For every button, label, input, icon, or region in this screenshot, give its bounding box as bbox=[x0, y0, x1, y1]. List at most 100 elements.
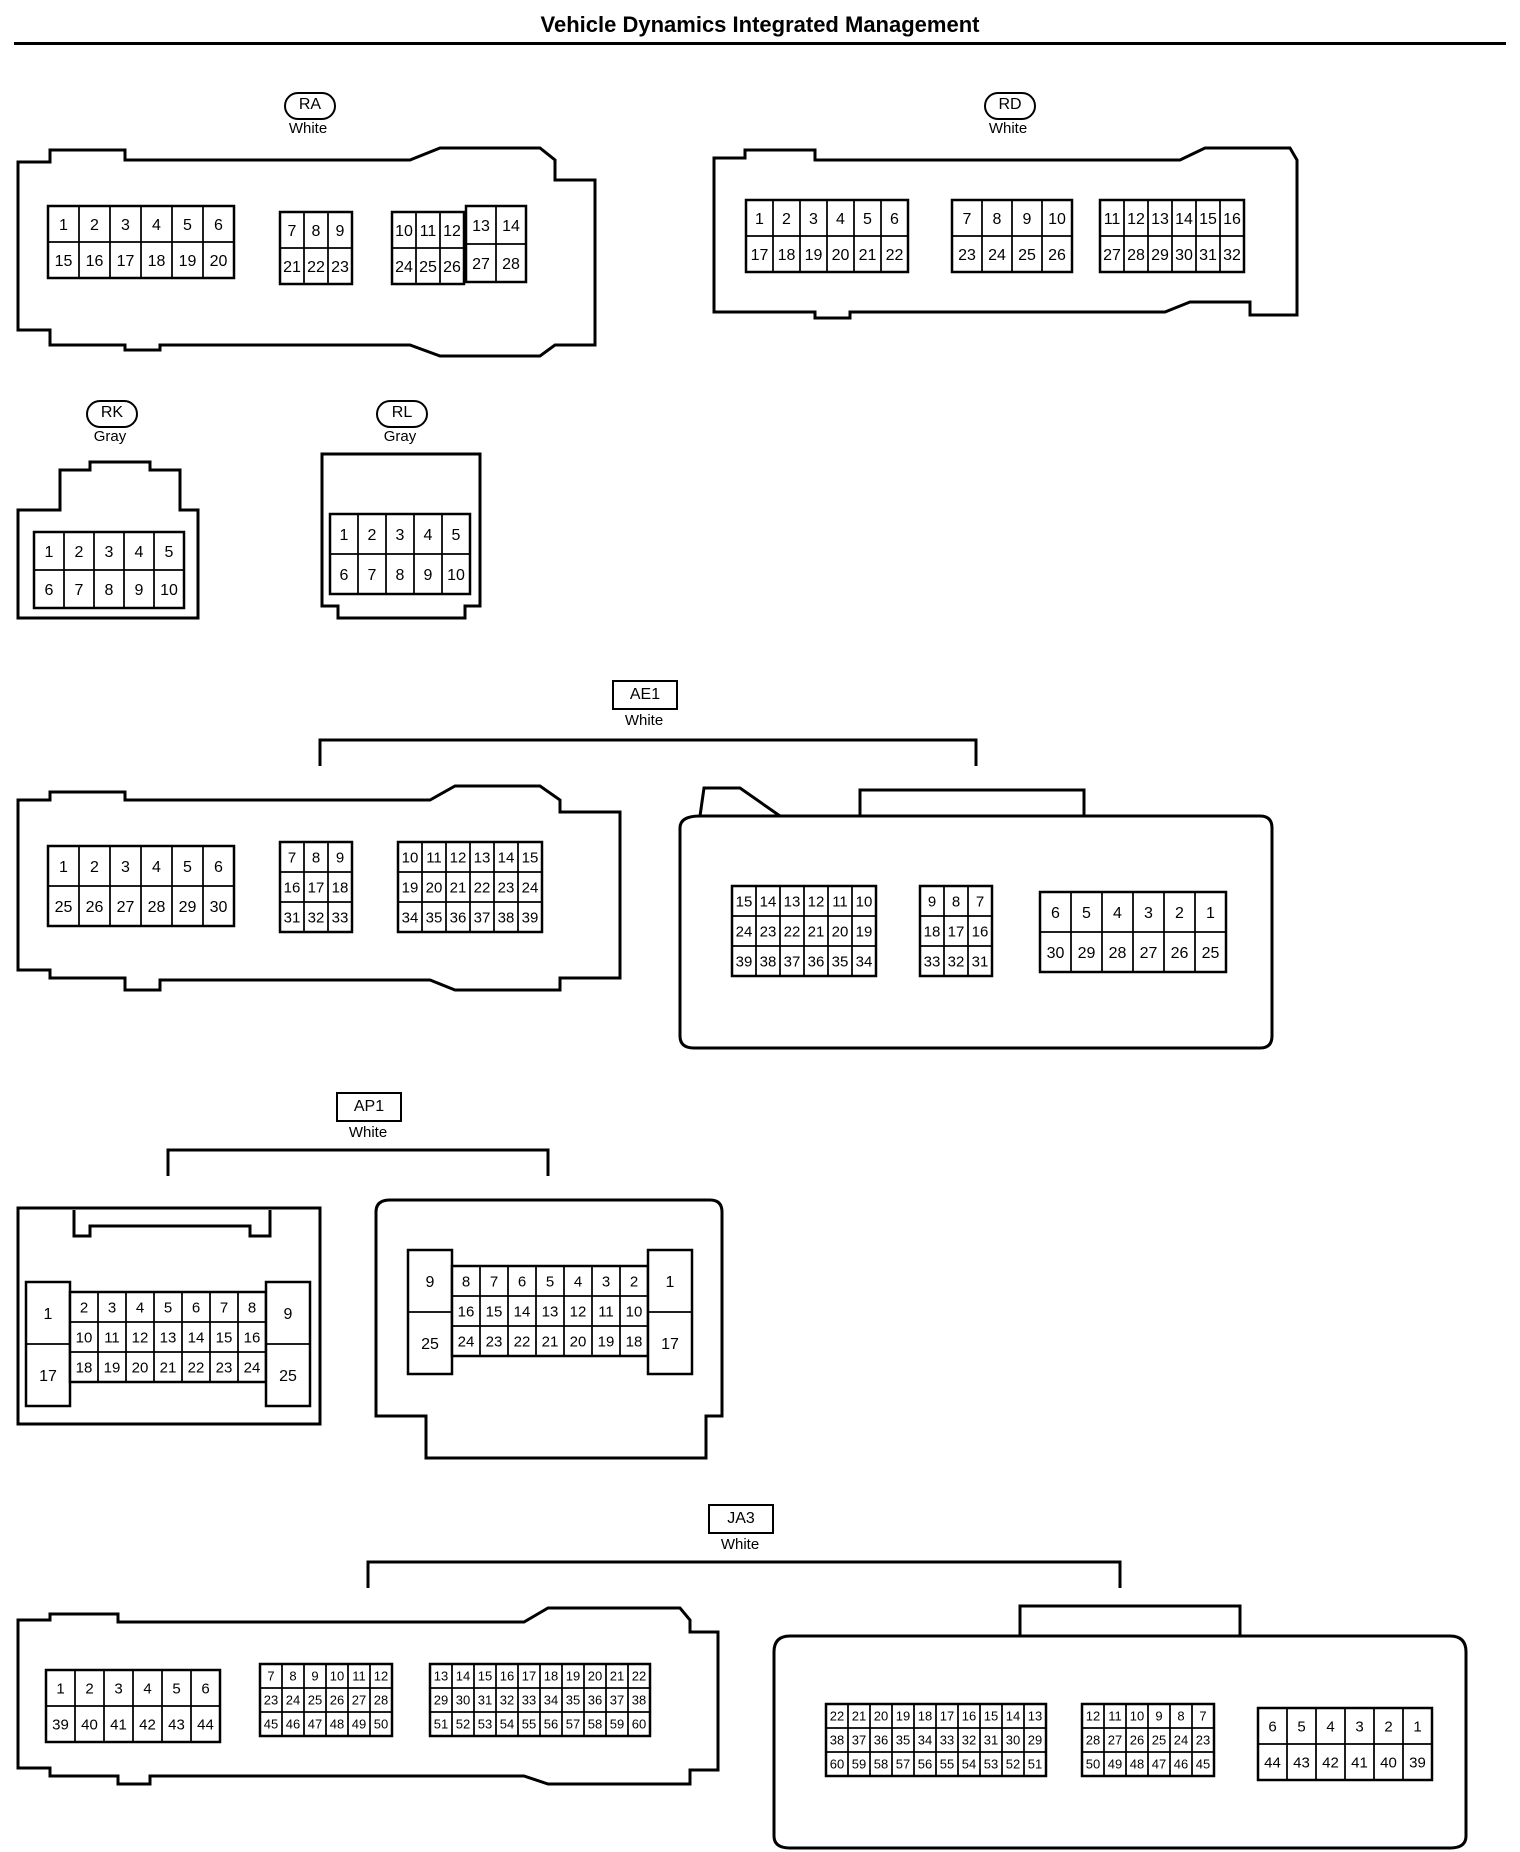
pin-cell bbox=[1402, 1743, 1433, 1781]
pin-number: 10 bbox=[402, 849, 419, 866]
pin-number: 36 bbox=[874, 1733, 888, 1748]
pin-number: 21 bbox=[859, 247, 877, 264]
pin-number: 20 bbox=[874, 1709, 888, 1724]
pin-number: 38 bbox=[830, 1733, 844, 1748]
pin-number: 30 bbox=[1006, 1733, 1020, 1748]
pin-number: 28 bbox=[374, 1693, 388, 1708]
pin-number: 39 bbox=[522, 909, 539, 926]
pin-number: 9 bbox=[336, 223, 345, 240]
pin-number: 28 bbox=[1086, 1733, 1100, 1748]
pin-number: 28 bbox=[1127, 247, 1145, 264]
pin-number: 41 bbox=[110, 1716, 127, 1733]
pin-number: 15 bbox=[55, 253, 73, 270]
pin-number: 38 bbox=[498, 909, 515, 926]
pin-number: 16 bbox=[1223, 211, 1241, 228]
pin-number: 2 bbox=[1175, 905, 1184, 922]
pin-number: 11 bbox=[352, 1669, 366, 1684]
pin-number: 39 bbox=[52, 1716, 69, 1733]
pin-number: 51 bbox=[434, 1717, 448, 1732]
pin-number: 8 bbox=[396, 567, 405, 584]
pin-number: 59 bbox=[852, 1757, 866, 1772]
pin-number: 7 bbox=[490, 1273, 498, 1290]
pin-number: 1 bbox=[666, 1274, 675, 1291]
pin-cell bbox=[265, 1343, 311, 1407]
pin-number: 51 bbox=[1028, 1757, 1042, 1772]
pin-number: 31 bbox=[284, 909, 301, 926]
connector-rk-outline bbox=[16, 460, 200, 620]
pin-number: 60 bbox=[632, 1717, 646, 1732]
connector-tag-ae1: AE1 bbox=[612, 680, 678, 710]
pin-number: 6 bbox=[214, 217, 223, 234]
pin-number: 13 bbox=[160, 1329, 177, 1346]
connector-rl-outline bbox=[320, 452, 482, 620]
pin-number: 22 bbox=[886, 247, 904, 264]
pin-number: 24 bbox=[395, 259, 413, 276]
pin-number: 13 bbox=[434, 1669, 448, 1684]
connector-ja3-right-top bbox=[1018, 1604, 1242, 1636]
pin-number: 21 bbox=[610, 1669, 624, 1684]
pin-number: 18 bbox=[918, 1709, 932, 1724]
pin-number: 41 bbox=[1351, 1754, 1368, 1771]
pin-number: 8 bbox=[952, 893, 960, 910]
pin-number: 28 bbox=[502, 256, 520, 273]
pin-number: 23 bbox=[1196, 1733, 1210, 1748]
connector-ra-outline bbox=[16, 146, 597, 358]
pin-number: 11 bbox=[832, 893, 848, 910]
pin-number: 17 bbox=[39, 1368, 57, 1385]
pin-number: 17 bbox=[751, 247, 769, 264]
pin-number: 10 bbox=[447, 567, 465, 584]
ap1-left-side-r: 925 bbox=[264, 1280, 312, 1408]
connector-ja3-left-outline bbox=[16, 1606, 720, 1786]
pin-number: 15 bbox=[1199, 211, 1217, 228]
pin-number: 24 bbox=[244, 1359, 261, 1376]
pin-number: 18 bbox=[544, 1669, 558, 1684]
bracket-ja3 bbox=[366, 1560, 1122, 1588]
pin-number: 59 bbox=[610, 1717, 624, 1732]
pin-number: 22 bbox=[830, 1709, 844, 1724]
pin-number: 16 bbox=[284, 879, 301, 896]
pin-number: 12 bbox=[443, 223, 461, 240]
pin-number: 1 bbox=[44, 1306, 53, 1323]
pin-number: 8 bbox=[312, 223, 321, 240]
pin-number: 25 bbox=[1152, 1733, 1166, 1748]
pin-number: 30 bbox=[456, 1693, 470, 1708]
pin-cell bbox=[327, 901, 353, 933]
pin-number: 14 bbox=[760, 893, 777, 910]
pin-cell bbox=[327, 247, 353, 285]
connector-color-ra: White bbox=[288, 120, 328, 137]
connector-tag-ap1: AP1 bbox=[336, 1092, 402, 1122]
pin-number: 2 bbox=[90, 859, 99, 876]
pin-number: 3 bbox=[396, 527, 405, 544]
pin-number: 17 bbox=[308, 879, 325, 896]
pin-number: 53 bbox=[478, 1717, 492, 1732]
pin-number: 42 bbox=[139, 1716, 156, 1733]
pin-number: 23 bbox=[264, 1693, 278, 1708]
pin-number: 32 bbox=[962, 1733, 976, 1748]
pin-number: 18 bbox=[924, 923, 941, 940]
pin-number: 29 bbox=[1028, 1733, 1042, 1748]
pin-number: 6 bbox=[45, 582, 54, 599]
pin-number: 5 bbox=[546, 1273, 554, 1290]
pin-number: 10 bbox=[160, 582, 178, 599]
pin-number: 12 bbox=[570, 1303, 587, 1320]
pin-number: 10 bbox=[76, 1329, 93, 1346]
pin-number: 32 bbox=[500, 1693, 514, 1708]
pin-number: 26 bbox=[1048, 247, 1066, 264]
pin-cell bbox=[1219, 235, 1245, 273]
pin-number: 17 bbox=[940, 1709, 954, 1724]
pin-number: 2 bbox=[85, 1680, 93, 1697]
pin-number: 18 bbox=[148, 253, 166, 270]
pin-number: 15 bbox=[478, 1669, 492, 1684]
pin-number: 11 bbox=[104, 1329, 120, 1346]
connector-color-rd: White bbox=[988, 120, 1028, 137]
connector-color-ae1: White bbox=[624, 712, 664, 729]
pin-number: 52 bbox=[1006, 1757, 1020, 1772]
